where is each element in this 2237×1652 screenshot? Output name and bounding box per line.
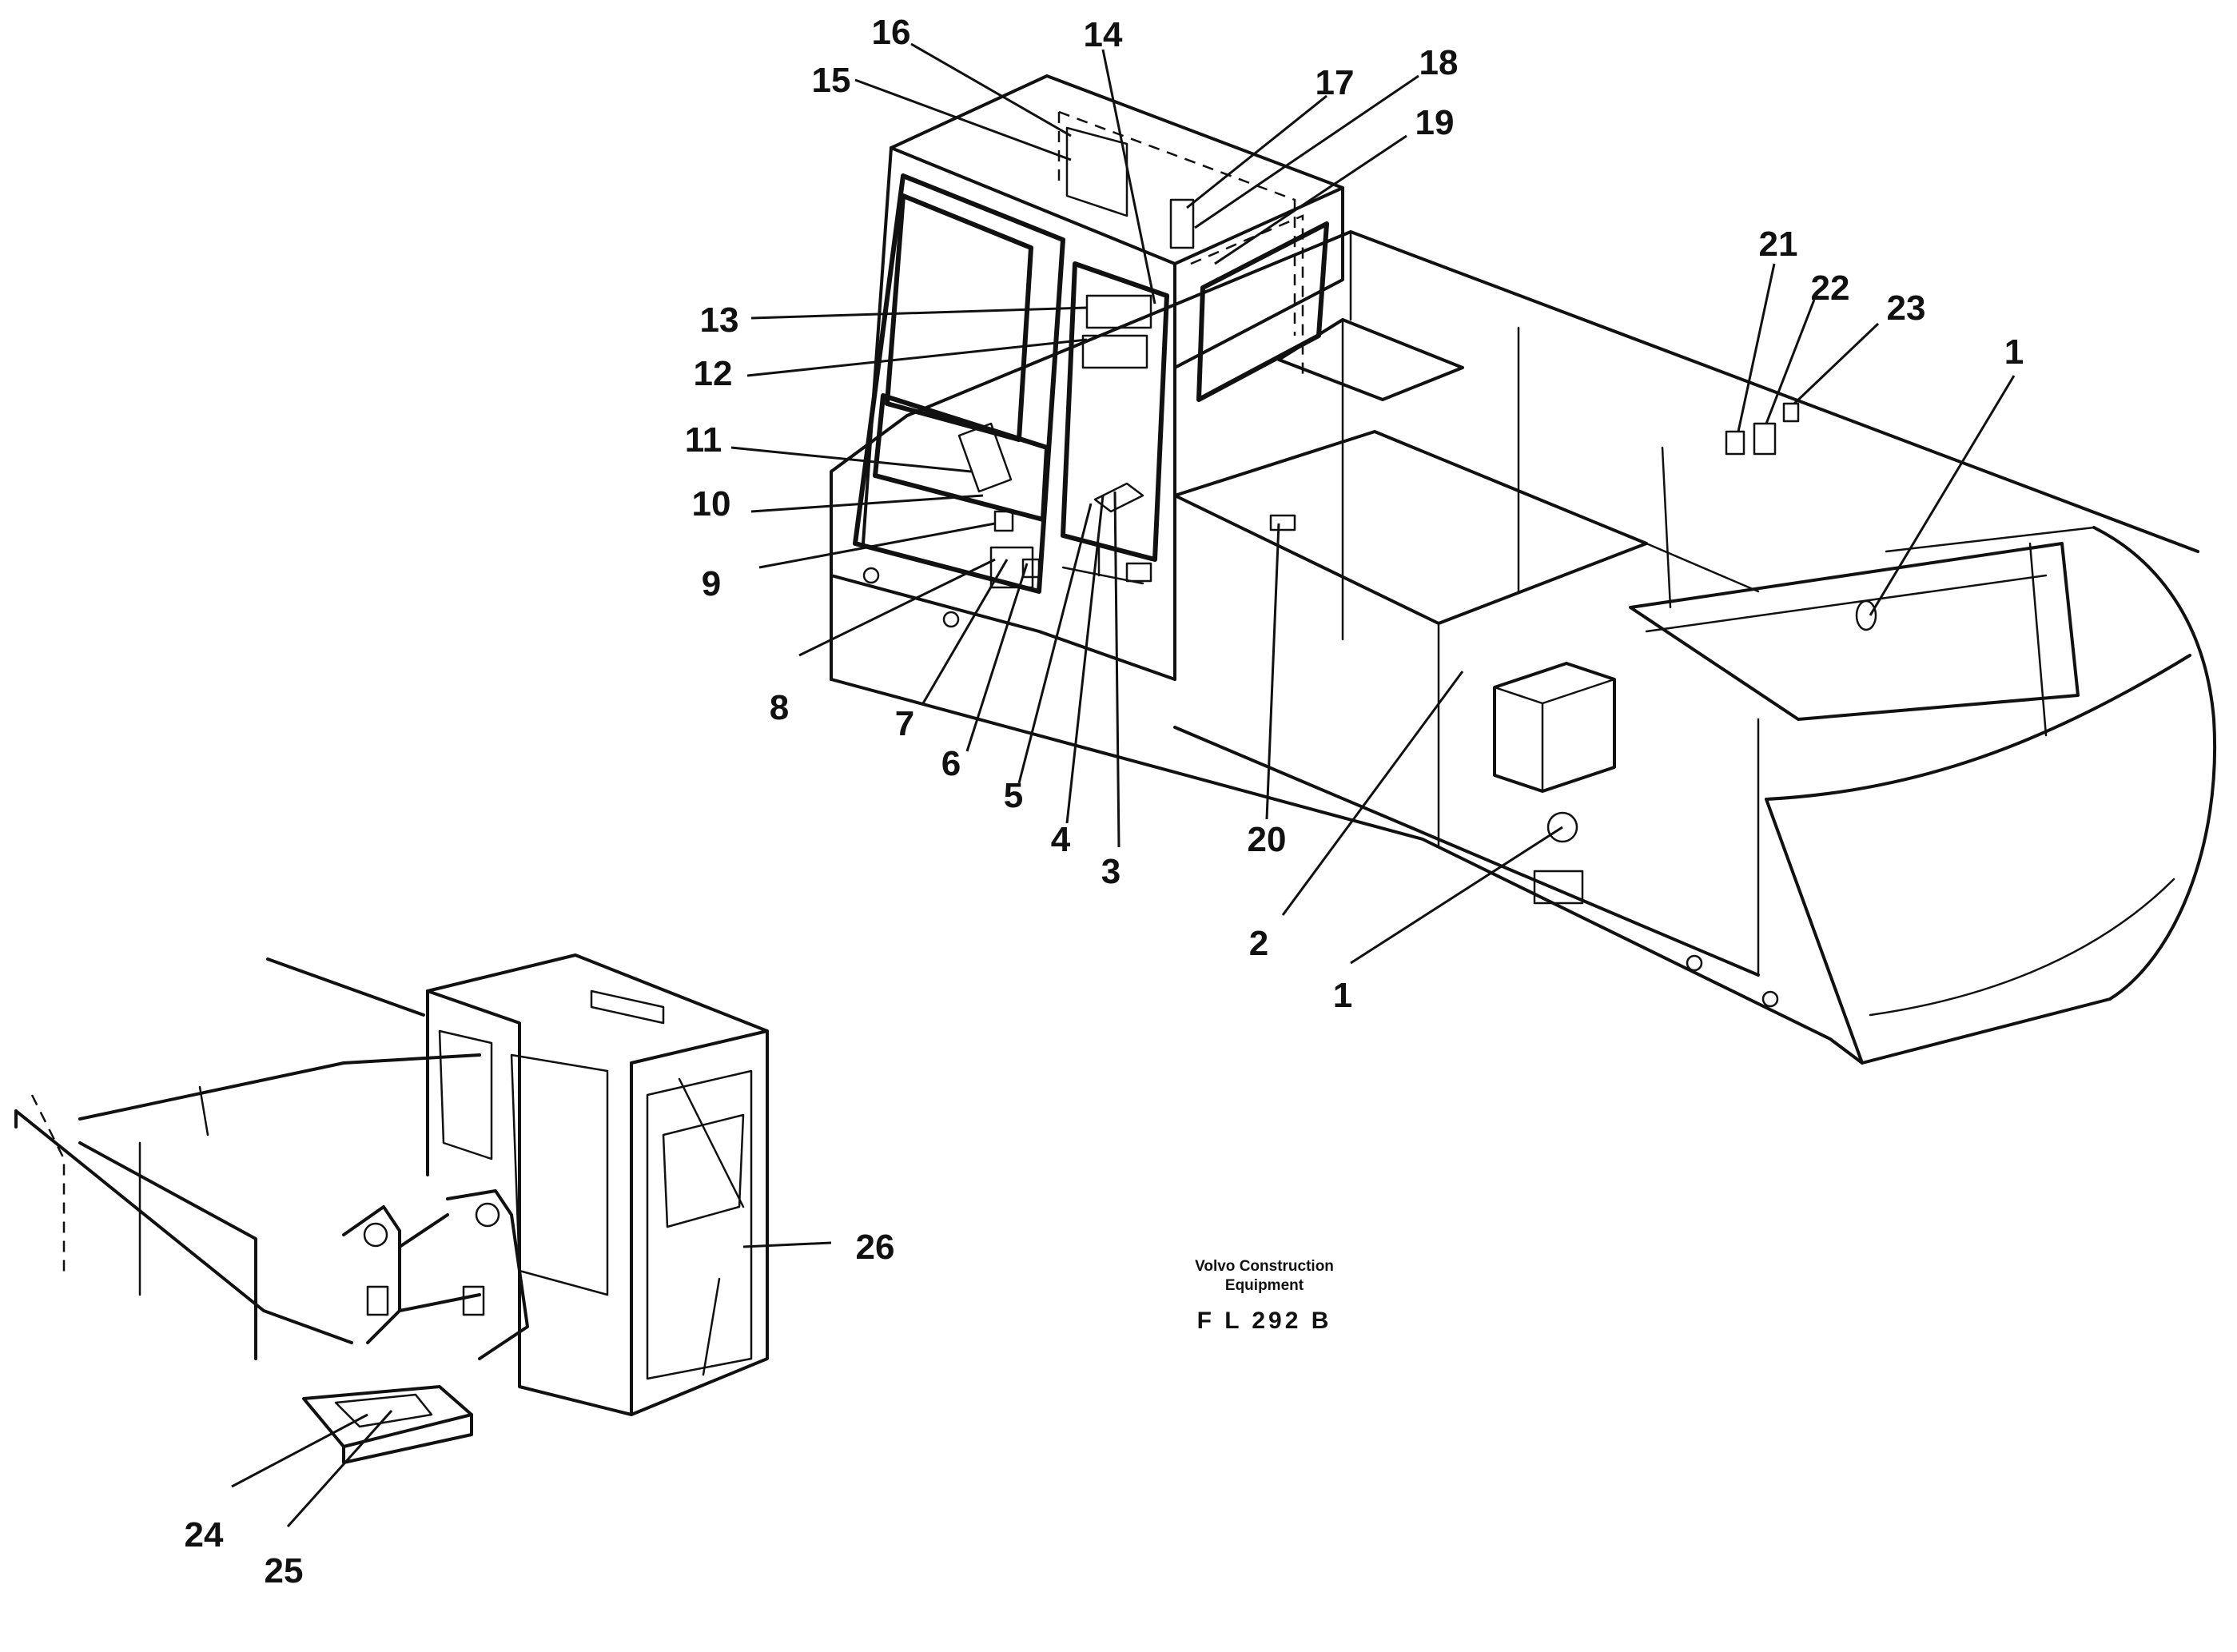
brand-line-1: Volvo Construction <box>1195 1258 1334 1275</box>
inset-machine-drawing <box>14 953 769 1464</box>
callout-20: 20 <box>1248 820 1287 859</box>
callout-15: 15 <box>812 61 851 100</box>
callout-19: 19 <box>1415 103 1455 142</box>
callout-3: 3 <box>1101 852 1120 891</box>
upper-structure-drawing <box>830 230 2216 1065</box>
callout-4: 4 <box>1051 820 1071 859</box>
callout-labels: 1 1 2 3 4 5 6 7 8 9 10 11 12 13 14 15 16… <box>185 13 2024 1590</box>
callout-18: 18 <box>1419 43 1459 82</box>
callout-13: 13 <box>700 301 739 340</box>
callout-17: 17 <box>1316 63 1355 102</box>
callout-16: 16 <box>872 13 911 52</box>
drawing-identification: Volvo Construction Equipment F L 292 B <box>1195 1258 1334 1334</box>
brand-line-2: Equipment <box>1225 1277 1304 1294</box>
callout-12: 12 <box>694 354 733 393</box>
callout-23: 23 <box>1887 289 1926 328</box>
callout-11: 11 <box>685 420 722 460</box>
callout-6: 6 <box>941 744 961 783</box>
callout-26: 26 <box>856 1228 895 1267</box>
drawing-code: F L 292 B <box>1197 1308 1332 1334</box>
callout-1-rear: 1 <box>2004 332 2024 372</box>
callout-9: 9 <box>702 564 721 603</box>
callout-25: 25 <box>265 1551 304 1590</box>
callout-7: 7 <box>895 704 914 743</box>
callout-24: 24 <box>185 1515 224 1554</box>
callout-8: 8 <box>770 688 789 727</box>
leader-lines <box>231 42 2016 1528</box>
callout-10: 10 <box>692 484 731 523</box>
callout-14: 14 <box>1084 15 1123 54</box>
callout-21: 21 <box>1759 225 1798 264</box>
callout-1-lower: 1 <box>1333 976 1352 1015</box>
cab-drawing <box>853 74 1344 681</box>
callout-5: 5 <box>1004 776 1023 815</box>
callout-22: 22 <box>1811 269 1850 308</box>
callout-2: 2 <box>1249 924 1268 963</box>
